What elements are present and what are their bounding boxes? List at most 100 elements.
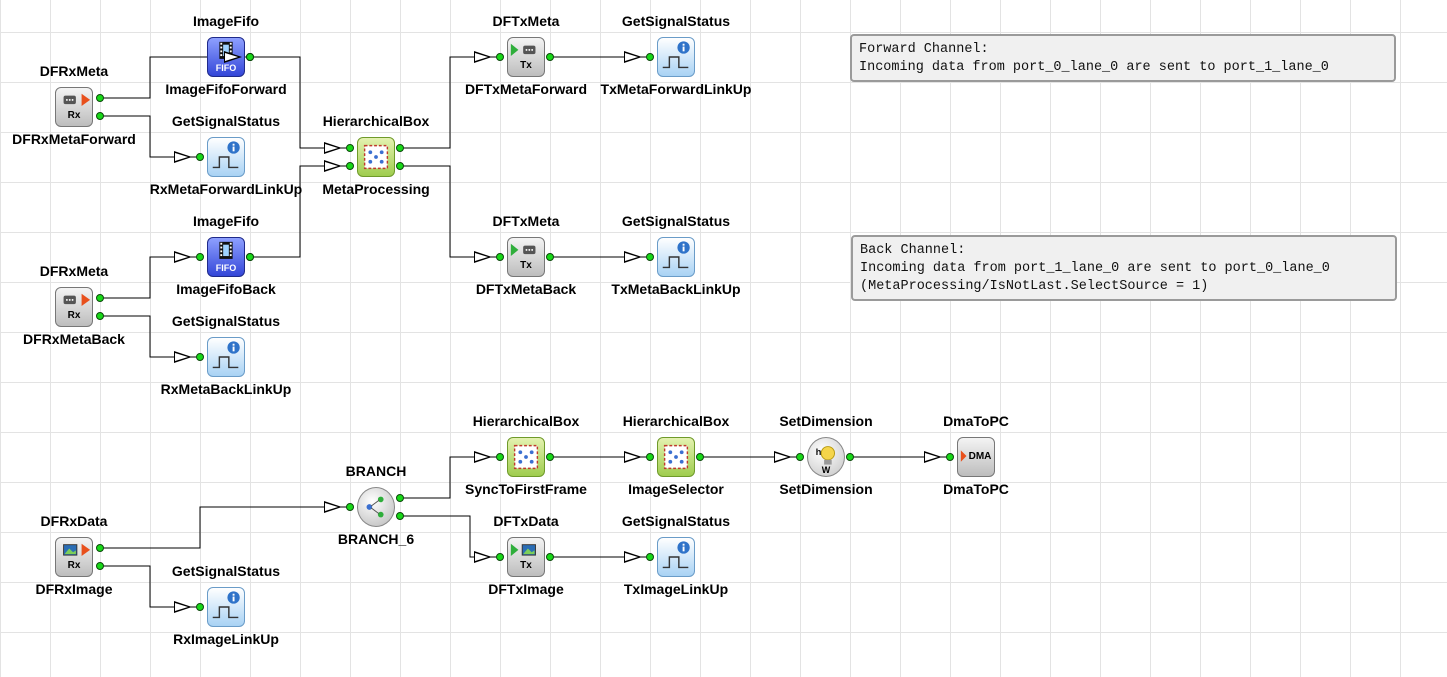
port-dot[interactable] <box>696 453 704 461</box>
input-arrowhead <box>624 251 642 263</box>
rx-data-icon[interactable]: Rx <box>55 537 93 577</box>
node-name-label: DFRxMetaBack <box>23 331 125 347</box>
tx-glyph-text: Tx <box>520 560 532 571</box>
rx-glyph-text: Rx <box>67 310 81 321</box>
input-arrowhead <box>174 151 192 163</box>
node-name-label: TxImageLinkUp <box>623 581 729 597</box>
node-name-label: ImageSelector <box>628 481 724 497</box>
node-name-label: DFTxImage <box>488 581 564 597</box>
port-dot[interactable] <box>196 253 204 261</box>
dma-icon[interactable]: DMA <box>957 437 995 477</box>
port-dot[interactable] <box>796 453 804 461</box>
node-name-label: DFTxMetaForward <box>464 81 588 97</box>
port-dot[interactable] <box>246 253 254 261</box>
hierarchical-box-icon[interactable] <box>357 137 395 177</box>
port-dot[interactable] <box>946 453 954 461</box>
port-dot[interactable] <box>396 162 404 170</box>
input-arrowhead <box>224 51 242 63</box>
port-dot[interactable] <box>246 53 254 61</box>
input-arrowhead <box>474 251 492 263</box>
node-type-label: DFRxData <box>40 513 108 529</box>
node-name-label: BRANCH_6 <box>337 531 415 547</box>
port-dot[interactable] <box>96 562 104 570</box>
port-dot[interactable] <box>96 544 104 552</box>
node-type-label: HierarchicalBox <box>622 413 730 429</box>
port-dot[interactable] <box>396 494 404 502</box>
port-dot[interactable] <box>496 453 504 461</box>
port-dot[interactable] <box>546 553 554 561</box>
input-arrowhead <box>624 551 642 563</box>
node-type-label: GetSignalStatus <box>621 213 731 229</box>
tx-data-icon[interactable]: Tx <box>507 537 545 577</box>
input-arrowhead <box>624 51 642 63</box>
input-arrowhead <box>174 351 192 363</box>
signal-status-icon[interactable] <box>207 137 245 177</box>
tx-glyph-text: Tx <box>520 260 532 271</box>
port-dot[interactable] <box>96 312 104 320</box>
back-channel-note[interactable]: Back Channel: Incoming data from port_1_… <box>851 235 1397 301</box>
port-dot[interactable] <box>496 253 504 261</box>
port-dot[interactable] <box>646 453 654 461</box>
fifo-icon[interactable]: FIFO <box>207 237 245 277</box>
port-dot[interactable] <box>396 144 404 152</box>
node-type-label: DFTxData <box>493 513 559 529</box>
wire <box>250 56 350 149</box>
dma-glyph-text: DMA <box>968 451 992 462</box>
port-dot[interactable] <box>646 253 654 261</box>
node-name-label: TxMetaForwardLinkUp <box>600 81 752 97</box>
node-type-label: GetSignalStatus <box>171 113 281 129</box>
node-type-label: HierarchicalBox <box>322 113 430 129</box>
signal-status-icon[interactable] <box>657 37 695 77</box>
port-dot[interactable] <box>96 294 104 302</box>
port-dot[interactable] <box>396 512 404 520</box>
node-name-label: MetaProcessing <box>322 181 430 197</box>
port-dot[interactable] <box>646 53 654 61</box>
input-arrowhead <box>624 451 642 463</box>
node-type-label: DFRxMeta <box>39 63 109 79</box>
signal-status-icon[interactable] <box>207 337 245 377</box>
set-dimension-icon[interactable]: h W <box>807 437 845 477</box>
tx-meta-icon[interactable]: Tx <box>507 237 545 277</box>
port-dot[interactable] <box>196 603 204 611</box>
node-name-label: SyncToFirstFrame <box>465 481 587 497</box>
input-arrowhead <box>474 51 492 63</box>
hierarchical-box-icon[interactable] <box>507 437 545 477</box>
node-type-label: ImageFifo <box>192 213 260 229</box>
port-dot[interactable] <box>96 94 104 102</box>
port-dot[interactable] <box>346 144 354 152</box>
node-type-label: SetDimension <box>779 413 873 429</box>
node-name-label: RxMetaForwardLinkUp <box>149 181 303 197</box>
svg-text:h: h <box>816 447 822 458</box>
signal-status-icon[interactable] <box>207 587 245 627</box>
port-dot[interactable] <box>546 453 554 461</box>
node-name-label: DFRxImage <box>35 581 113 597</box>
node-name-label: RxMetaBackLinkUp <box>160 381 292 397</box>
port-dot[interactable] <box>96 112 104 120</box>
rx-glyph-text: Rx <box>67 110 81 121</box>
wire <box>250 165 350 258</box>
tx-glyph-text: Tx <box>520 60 532 71</box>
tx-meta-icon[interactable]: Tx <box>507 37 545 77</box>
port-dot[interactable] <box>346 503 354 511</box>
rx-meta-icon[interactable]: Rx <box>55 87 93 127</box>
port-dot[interactable] <box>496 53 504 61</box>
signal-status-icon[interactable] <box>657 237 695 277</box>
port-dot[interactable] <box>546 53 554 61</box>
port-dot[interactable] <box>496 553 504 561</box>
port-dot[interactable] <box>646 553 654 561</box>
rx-meta-icon[interactable]: Rx <box>55 287 93 327</box>
port-dot[interactable] <box>196 353 204 361</box>
input-arrowhead <box>324 142 342 154</box>
node-name-label: SetDimension <box>779 481 873 497</box>
input-arrowhead <box>174 601 192 613</box>
hierarchical-box-icon[interactable] <box>657 437 695 477</box>
branch-icon[interactable] <box>357 487 395 527</box>
signal-status-icon[interactable] <box>657 537 695 577</box>
fifo-glyph-text: FIFO <box>215 63 237 73</box>
port-dot[interactable] <box>546 253 554 261</box>
forward-channel-note[interactable]: Forward Channel: Incoming data from port… <box>850 34 1396 82</box>
port-dot[interactable] <box>196 153 204 161</box>
port-dot[interactable] <box>346 162 354 170</box>
port-dot[interactable] <box>846 453 854 461</box>
node-type-label: HierarchicalBox <box>472 413 580 429</box>
